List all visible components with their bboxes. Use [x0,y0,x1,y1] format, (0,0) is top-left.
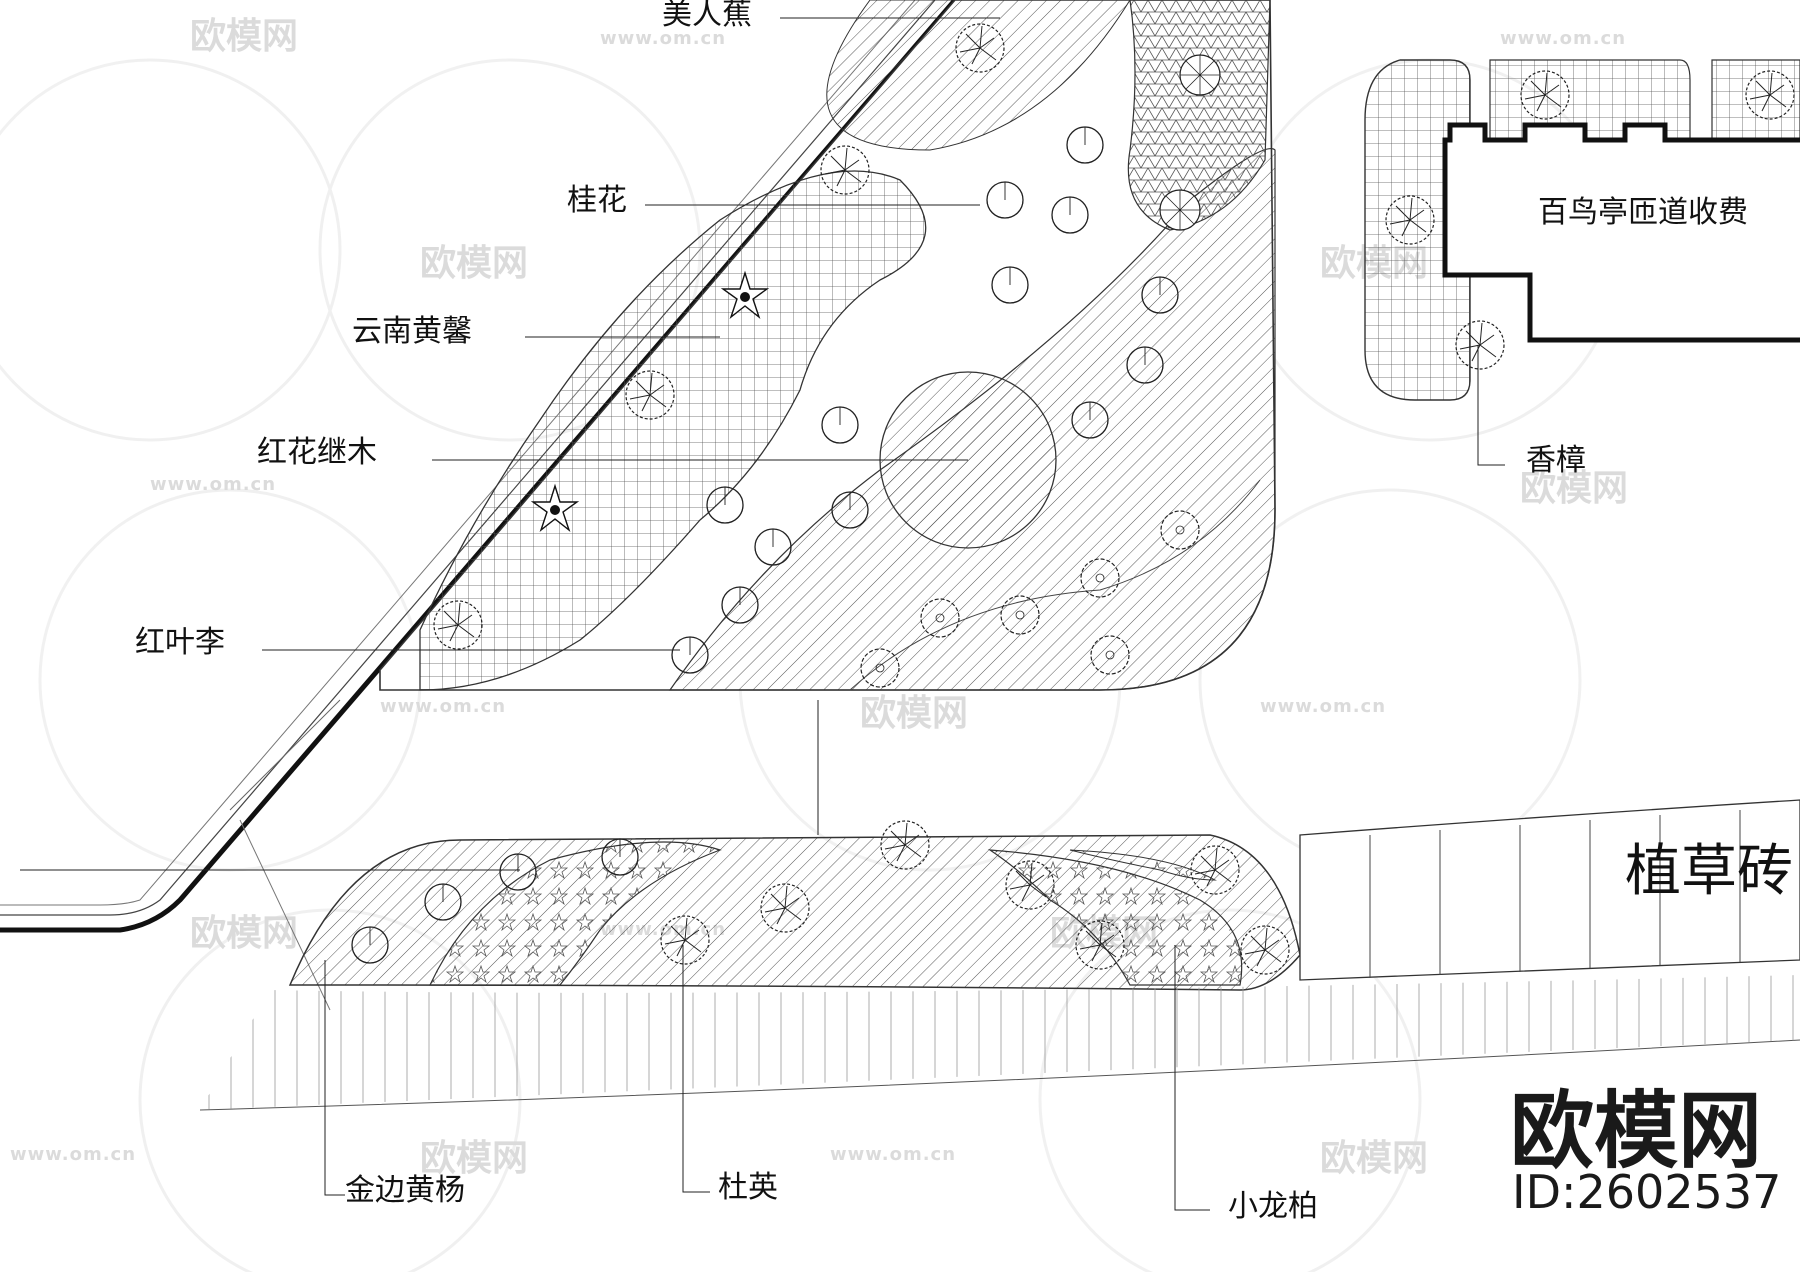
leader-lines [20,17,1505,1211]
plant-label-xiangzhang: 香樟 [1526,443,1586,478]
plant-label-jinbian-huangyang: 金边黄杨 [345,1173,465,1208]
toll-station-building [1364,59,1800,401]
plant-label-honghua-jimu: 红花继木 [257,435,377,470]
plant-label-meirenjiao: 美人蕉 [662,0,752,32]
grass-paver-label: 植草砖 [1625,839,1793,904]
paving-areas [199,799,1800,1111]
toll-station-label: 百鸟亭匝道收费 [1538,195,1748,230]
watermark-logo: 欧模网 [1510,1082,1762,1180]
plant-label-xiaolongbai: 小龙柏 [1228,1189,1318,1224]
tile-logo-text: 欧模网 [1320,1138,1428,1179]
tile-url-text: www.om.cn [10,1144,136,1165]
tile-url-text: www.om.cn [600,28,726,49]
tile-logo-text: 欧模网 [190,913,298,954]
tile-url-text: www.om.cn [150,474,276,495]
watermark-id: ID:2602537 [1512,1165,1781,1219]
plant-label-yunnan-huangxin: 云南黄馨 [352,314,472,349]
tile-url-text: www.om.cn [830,1144,956,1165]
tile-logo-text: 欧模网 [190,16,298,57]
plant-label-hongye-li: 红叶李 [135,625,225,660]
tile-url-text: www.om.cn [1260,696,1386,717]
tile-logo-text: 欧模网 [860,693,968,734]
tile-logo-text: 欧模网 [420,1138,528,1179]
tile-logo-text: 欧模网 [420,243,528,284]
plant-label-duying: 杜英 [718,1170,778,1205]
plant-label-guihua: 桂花 [567,183,627,218]
tile-url-text: www.om.cn [1500,28,1626,49]
tile-logo-text: 欧模网 [1520,468,1628,509]
lower-planting-strip [288,820,1301,991]
triangle-planting-bed [379,0,1276,691]
tile-url-text: www.om.cn [380,696,506,717]
road-edges [0,0,1126,1011]
